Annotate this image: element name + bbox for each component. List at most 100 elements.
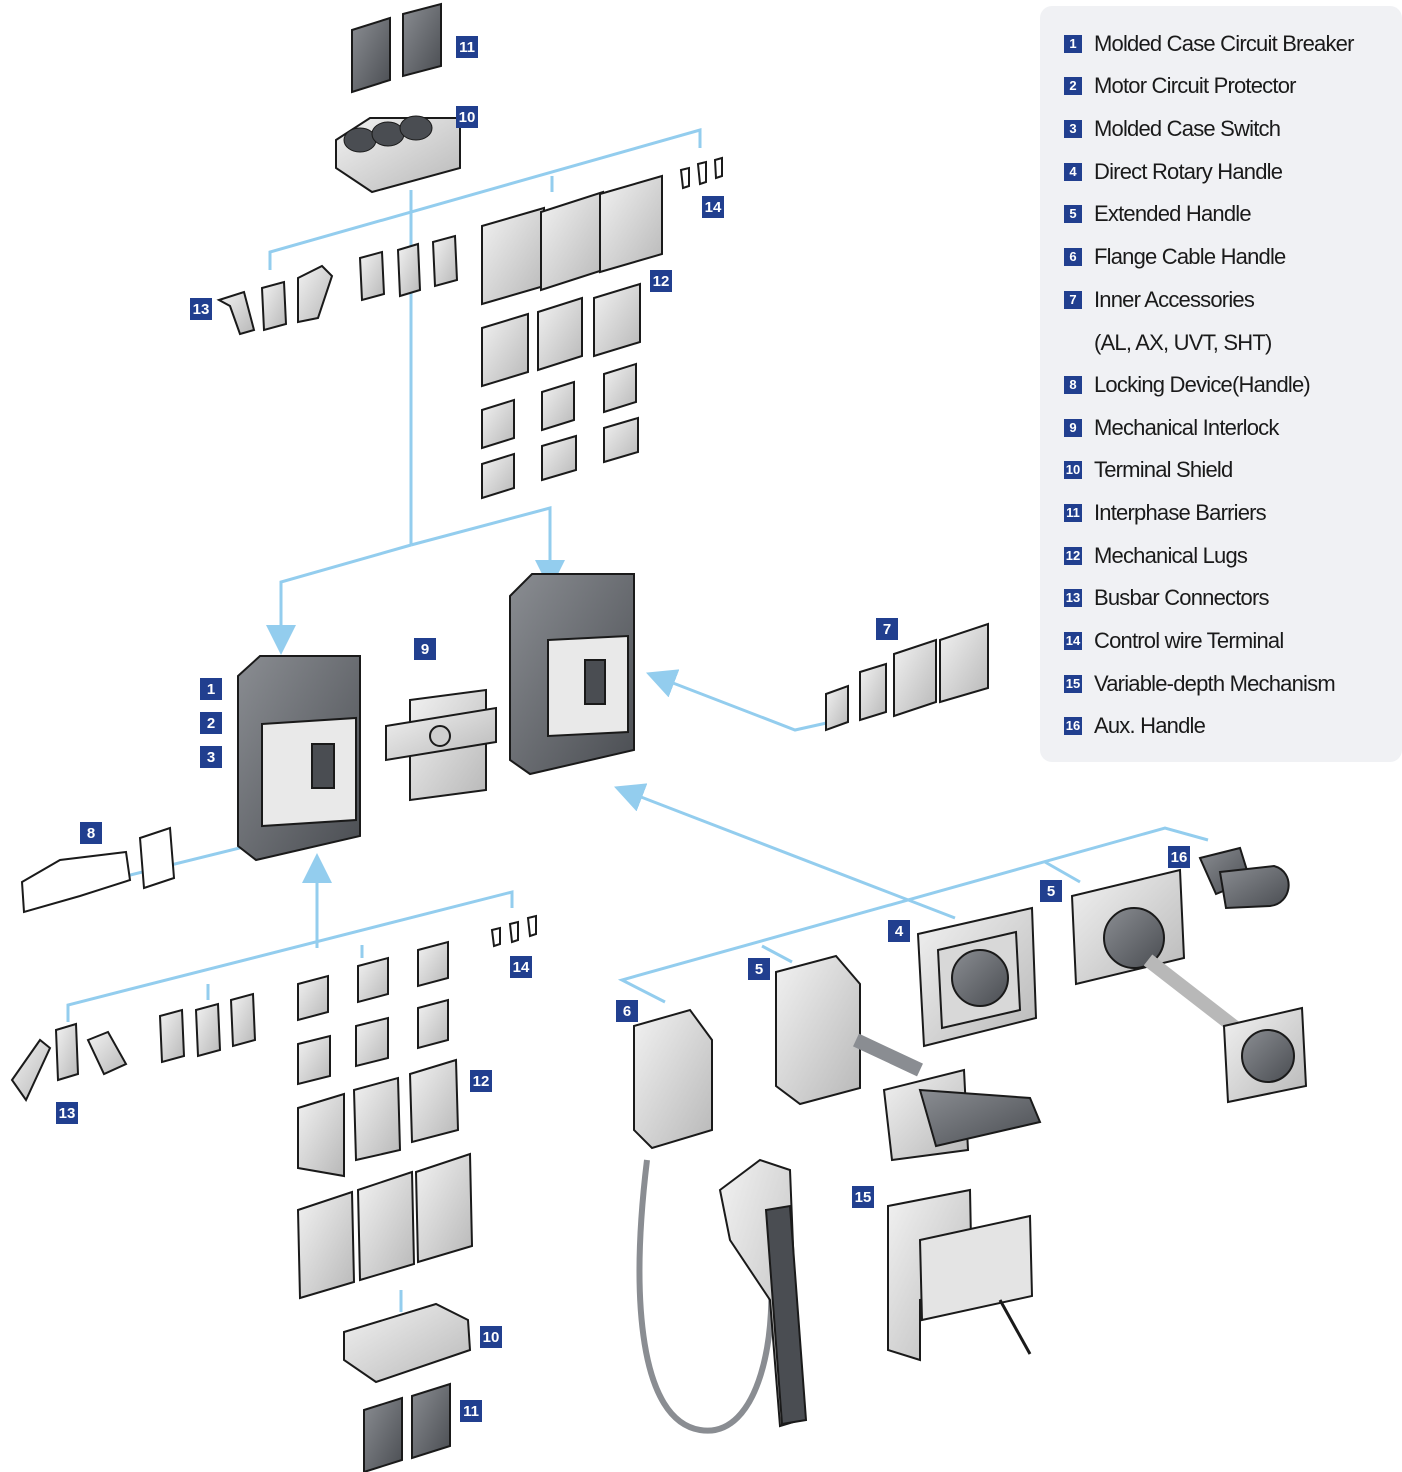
mechanical-lugs-bottom <box>296 940 474 1300</box>
legend-item-interphase-barriers: 11 Interphase Barriers <box>1064 496 1267 530</box>
badge-12-top: 12 <box>650 270 672 292</box>
svg-text:9: 9 <box>421 641 429 658</box>
legend-label: Mechanical Lugs <box>1094 543 1248 568</box>
svg-text:15: 15 <box>855 1189 872 1206</box>
svg-text:14: 14 <box>513 959 530 976</box>
legend-badge: 8 <box>1064 376 1082 394</box>
extended-handle-right <box>1070 868 1308 1104</box>
svg-text:12: 12 <box>653 273 670 290</box>
legend-label: Busbar Connectors <box>1094 585 1270 610</box>
badge-7: 7 <box>876 618 898 640</box>
locking-device <box>20 826 176 914</box>
badge-10-bottom: 10 <box>480 1326 502 1348</box>
control-wire-terminals-top <box>679 156 723 190</box>
circuit-breaker-left <box>237 655 361 862</box>
svg-text:5: 5 <box>755 961 763 978</box>
busbar-connectors-top <box>216 234 459 336</box>
legend-label: Motor Circuit Protector <box>1094 73 1296 98</box>
inner-accessories <box>825 622 989 732</box>
badge-4: 4 <box>888 920 910 942</box>
circuit-breaker-right <box>509 573 635 776</box>
badge-6: 6 <box>616 1000 638 1022</box>
extended-handle-middle <box>775 954 1042 1162</box>
variable-depth-mechanism <box>887 1188 1034 1362</box>
legend-label: Locking Device(Handle) <box>1094 372 1311 397</box>
callout-badges: 11 10 14 13 12 9 7 1 2 3 8 16 5 4 14 5 6… <box>56 36 1190 1422</box>
svg-text:6: 6 <box>623 1003 631 1020</box>
legend-label: Molded Case Circuit Breaker <box>1094 31 1354 56</box>
legend-badge: 3 <box>1064 120 1082 138</box>
legend-badge: 7 <box>1064 291 1082 309</box>
badge-1: 1 <box>200 678 222 700</box>
legend-item-extended-handle: 5 Extended Handle <box>1064 197 1252 231</box>
legend-badge: 14 <box>1064 632 1082 650</box>
legend-label: Interphase Barriers <box>1094 500 1267 525</box>
svg-text:10: 10 <box>483 1329 500 1346</box>
legend-item-motor-circuit-protector: 2 Motor Circuit Protector <box>1064 69 1296 103</box>
legend-label: Control wire Terminal <box>1094 628 1284 653</box>
badge-13-top: 13 <box>190 298 212 320</box>
direct-rotary-handle <box>916 906 1038 1048</box>
svg-text:11: 11 <box>459 39 475 56</box>
legend-item-mechanical-interlock: 9 Mechanical Interlock <box>1064 411 1279 445</box>
mechanical-interlock <box>385 688 497 802</box>
legend-badge: 5 <box>1064 205 1082 223</box>
legend-label: Flange Cable Handle <box>1094 244 1286 269</box>
legend-badge: 10 <box>1064 461 1082 479</box>
badge-5-middle: 5 <box>748 958 770 980</box>
terminal-shield-top <box>335 115 461 194</box>
svg-text:3: 3 <box>207 749 215 766</box>
legend-item-flange-cable-handle: 6 Flange Cable Handle <box>1064 240 1286 274</box>
terminal-shield-bottom <box>343 1302 472 1384</box>
mechanical-lugs-top <box>481 174 663 500</box>
legend-badge: 6 <box>1064 248 1082 266</box>
legend-panel: 1 Molded Case Circuit Breaker 2 Motor Circ… <box>1040 6 1402 762</box>
legend-label: Terminal Shield <box>1094 457 1233 482</box>
svg-text:1: 1 <box>207 681 215 698</box>
svg-text:7: 7 <box>883 621 891 638</box>
svg-text:8: 8 <box>87 825 95 842</box>
legend-badge: 11 <box>1064 504 1082 522</box>
badge-2: 2 <box>200 712 222 734</box>
badge-14-bottom: 14 <box>510 956 532 978</box>
badge-3: 3 <box>200 746 222 768</box>
svg-text:11: 11 <box>463 1403 479 1420</box>
legend-badge: 13 <box>1064 589 1082 607</box>
control-wire-terminals-bottom <box>490 914 537 948</box>
legend-label: Direct Rotary Handle <box>1094 159 1283 184</box>
badge-10-top: 10 <box>456 106 478 128</box>
interphase-barriers-bottom <box>363 1382 451 1472</box>
legend-badge: 15 <box>1064 675 1082 693</box>
badge-5-right: 5 <box>1040 880 1062 902</box>
svg-text:12: 12 <box>473 1073 490 1090</box>
svg-text:5: 5 <box>1047 883 1055 900</box>
badge-8: 8 <box>80 822 102 844</box>
legend-badge: 1 <box>1064 35 1082 53</box>
legend-item-busbar-connectors: 13 Busbar Connectors <box>1064 581 1270 615</box>
badge-13-bottom: 13 <box>56 1102 78 1124</box>
legend-badge: 2 <box>1064 77 1082 95</box>
badge-11-bottom: 11 <box>460 1400 482 1422</box>
legend-item-molded-case-circuit-breaker: 1 Molded Case Circuit Breaker <box>1064 27 1354 61</box>
legend-label: Extended Handle <box>1094 201 1252 226</box>
svg-text:14: 14 <box>705 199 722 216</box>
busbar-connectors-bottom <box>10 992 257 1102</box>
legend-badge: 9 <box>1064 419 1082 437</box>
legend-label: Mechanical Interlock <box>1094 415 1279 440</box>
legend-badge: 16 <box>1064 717 1082 735</box>
badge-9: 9 <box>414 638 436 660</box>
legend-label: Aux. Handle <box>1094 713 1206 738</box>
badge-11-top: 11 <box>456 36 478 58</box>
svg-text:13: 13 <box>59 1105 76 1122</box>
legend-inner-accessories-detail: (AL, AX, UVT, SHT) <box>1094 330 1272 355</box>
svg-text:4: 4 <box>895 923 904 940</box>
badge-15: 15 <box>852 1186 874 1208</box>
aux-handle <box>1198 846 1290 910</box>
flange-cable-handle <box>633 1008 808 1434</box>
legend-badge: 12 <box>1064 547 1082 565</box>
